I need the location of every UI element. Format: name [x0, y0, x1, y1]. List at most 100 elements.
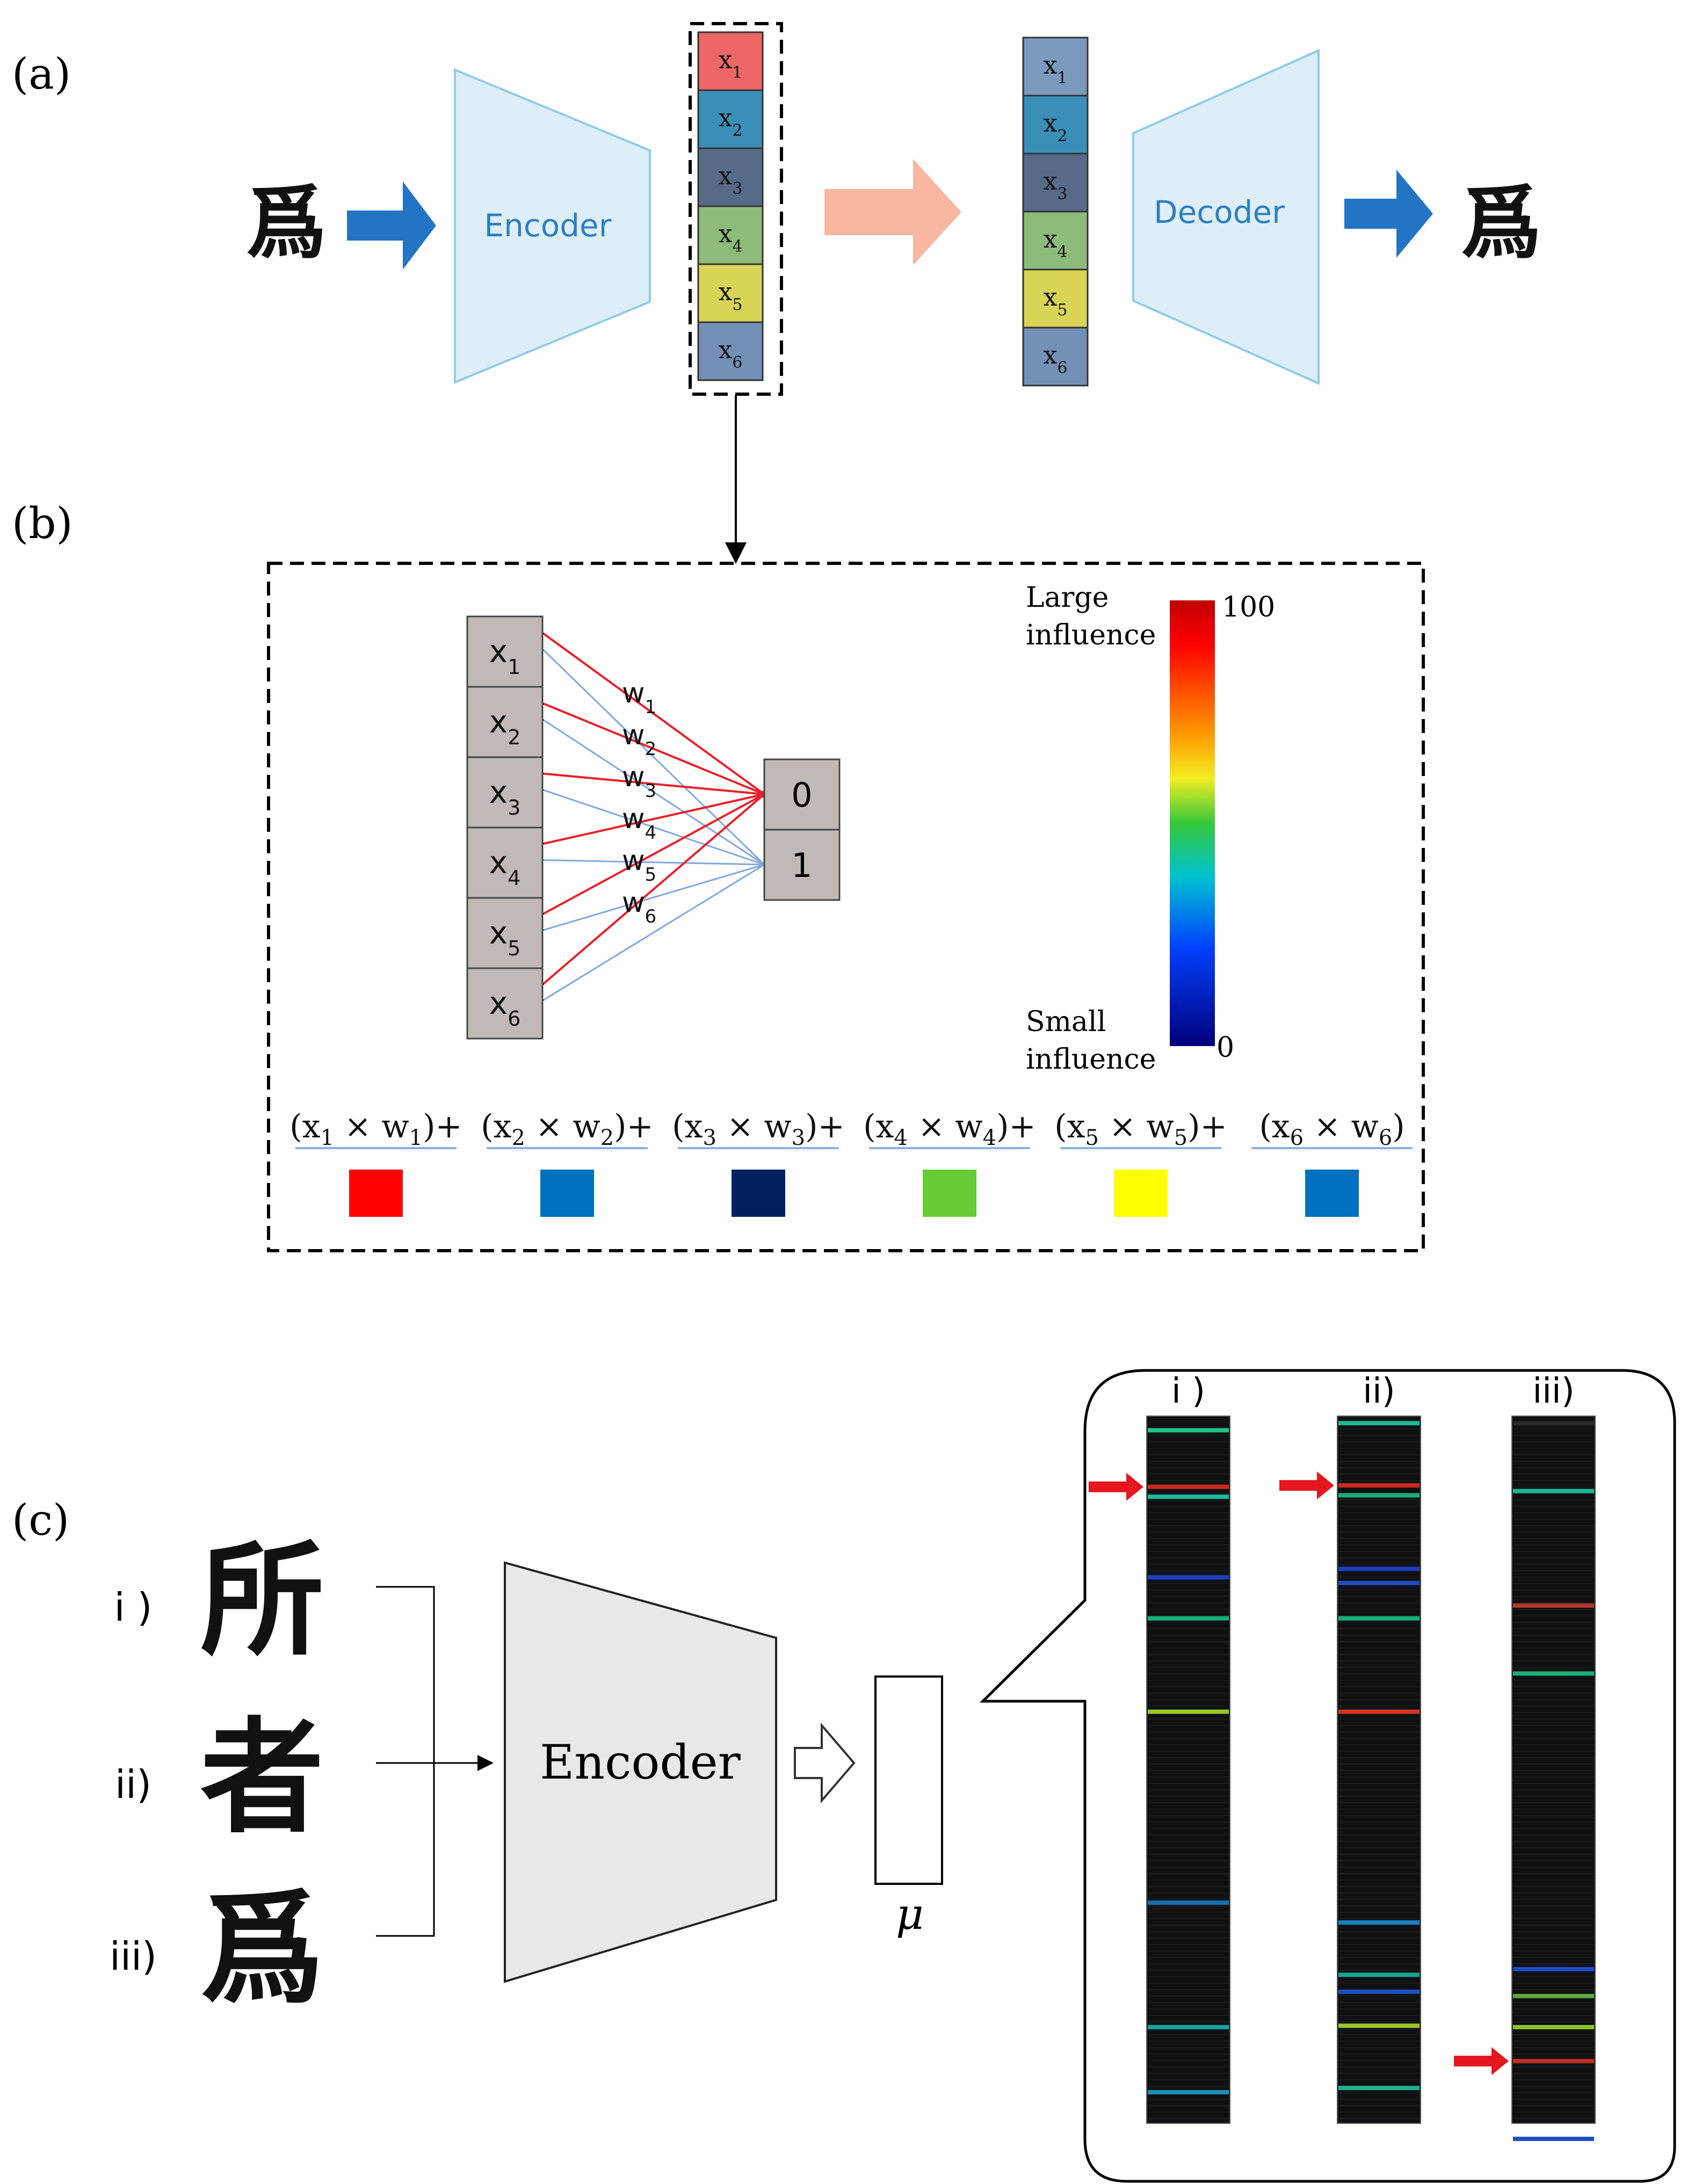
input-node-label-3-subscript: 3: [508, 796, 520, 819]
strip-2-band-5: [1338, 1580, 1420, 1585]
decoder_cells-cell-2: [1022, 95, 1089, 155]
edge-to-output-0-5: [542, 793, 765, 916]
term-1-part-6: 1: [409, 1126, 423, 1150]
input-node-label-2: x2: [489, 703, 521, 749]
input-node-label-6-base: x: [489, 985, 508, 1021]
edge-to-output-1-4: [542, 859, 765, 866]
output-node-1: 1: [763, 829, 841, 901]
input-node-label-4-subscript: 4: [508, 866, 520, 890]
term-3-part-4: ×: [716, 1108, 764, 1145]
latent_cells-cell-5: [697, 263, 764, 323]
term-4-part-3: 4: [894, 1126, 907, 1150]
input-node-3: [466, 756, 544, 829]
latent_cells-cell-label-3-base: x: [718, 161, 732, 190]
term-4-part-7: )+: [996, 1108, 1036, 1145]
strip-3-band-2: [1513, 1489, 1594, 1493]
sample-glyph-1: 所: [200, 1528, 324, 1673]
latent_cells-cell-label-1: x1: [718, 45, 742, 82]
latent_cells-cell-label-1-base: x: [718, 45, 732, 74]
colorbar-max-label: 100: [1222, 591, 1275, 623]
term-5-part-1: (: [1054, 1108, 1067, 1145]
sample-label-1: i ): [114, 1585, 153, 1630]
latent_cells-cell-label-6-subscript: 6: [732, 353, 742, 372]
weight-label-4-base: w: [622, 803, 645, 835]
term-2-part-7: )+: [614, 1108, 654, 1145]
strip-label-2: ii): [1363, 1372, 1395, 1411]
input-node-label-6: x6: [489, 985, 521, 1031]
activation-strip-1: [1146, 1416, 1230, 2124]
latent_cells-cell-label-3: x3: [718, 161, 742, 198]
decoder_cells-cell-label-4-base: x: [1043, 224, 1057, 253]
latent_cells-cell-2: [697, 89, 764, 149]
panel-a-label: (a): [12, 49, 71, 99]
term-2-part-2: x: [494, 1108, 512, 1145]
term-color-swatch-1: [349, 1170, 403, 1217]
term-2: (x2 × w2)+: [481, 1108, 654, 1150]
strip-1-band-1: [1148, 1428, 1229, 1433]
term-6-part-7: ): [1392, 1108, 1404, 1145]
strip-2-band-1: [1338, 1421, 1420, 1426]
edge-to-output-0-2: [542, 702, 765, 795]
mu-vector: [874, 1675, 943, 1885]
weight-label-6-base: w: [622, 887, 645, 919]
edge-to-output-1-5: [542, 864, 765, 931]
decoder_cells-cell-1: [1022, 37, 1089, 97]
weight-label-2: w2: [622, 719, 656, 760]
term-color-swatch-2: [540, 1170, 594, 1217]
decoder-label: Decoder: [1154, 194, 1285, 230]
latent_cells-cell-label-5-base: x: [718, 277, 732, 306]
weight-label-3-base: w: [622, 761, 645, 793]
decoder_cells-cell-label-3-base: x: [1043, 166, 1057, 195]
term-5-part-2: x: [1067, 1108, 1085, 1145]
decoder_cells-cell-label-5: x5: [1043, 282, 1067, 320]
term-3-part-7: )+: [805, 1108, 845, 1145]
sample-glyph-2: 者: [200, 1705, 324, 1850]
strip-3-band-9: [1513, 2136, 1594, 2141]
input-node-label-4-base: x: [489, 844, 508, 881]
input-node-label-5-subscript: 5: [508, 937, 520, 960]
latent_cells-cell-1: [697, 31, 764, 91]
term-6-part-4: ×: [1304, 1108, 1351, 1145]
term-1-part-4: ×: [334, 1108, 381, 1145]
input-node-label-5: x5: [489, 915, 521, 960]
output-arrow: [1344, 170, 1433, 258]
decoder_cells-cell-6: [1022, 326, 1089, 387]
detail-box: [267, 562, 1425, 1252]
input-node-label-1-base: x: [489, 633, 508, 670]
term-2-part-4: ×: [525, 1108, 573, 1145]
weight-label-5-base: w: [622, 845, 645, 877]
output-node-0: 0: [763, 758, 841, 831]
strip-2-band-4: [1338, 1566, 1420, 1571]
colorbar-min-label: 0: [1217, 1032, 1234, 1064]
strip-3-highlight-arrow: [1454, 2047, 1509, 2076]
term-color-swatch-5: [1114, 1170, 1168, 1217]
weight-label-2-subscript: 2: [645, 738, 657, 760]
edge-to-output-0-4: [542, 793, 765, 845]
input-glyph: 爲: [246, 176, 327, 271]
weight-label-6-subscript: 6: [645, 906, 657, 927]
latent_cells-cell-label-2-base: x: [718, 103, 732, 132]
latent_cells-cell-label-6: x6: [718, 335, 742, 372]
strip-2-band-6: [1338, 1616, 1420, 1621]
decoder_cells-cell-5: [1022, 269, 1089, 329]
sample-label-2: ii): [115, 1762, 151, 1807]
input-node-2: [466, 686, 544, 758]
strip-2-band-2: [1338, 1483, 1420, 1488]
latent_cells-cell-label-1-subscript: 1: [732, 63, 742, 82]
input-arrow: [347, 182, 436, 270]
encoder-to-mu-arrow: [794, 1722, 856, 1804]
term-5-part-6: 5: [1174, 1126, 1188, 1150]
edge-to-output-0-3: [542, 772, 765, 795]
weight-label-2-base: w: [622, 719, 645, 751]
input-node-label-3-base: x: [489, 774, 508, 810]
term-6-part-1: (: [1259, 1108, 1271, 1145]
latent_cells-cell-label-2: x2: [718, 103, 742, 140]
term-color-swatch-6: [1305, 1170, 1359, 1217]
weight-label-3: w3: [622, 761, 656, 802]
latent_cells-cell-label-2-subscript: 2: [732, 121, 742, 140]
decoder_cells-cell-label-6-subscript: 6: [1057, 358, 1067, 377]
